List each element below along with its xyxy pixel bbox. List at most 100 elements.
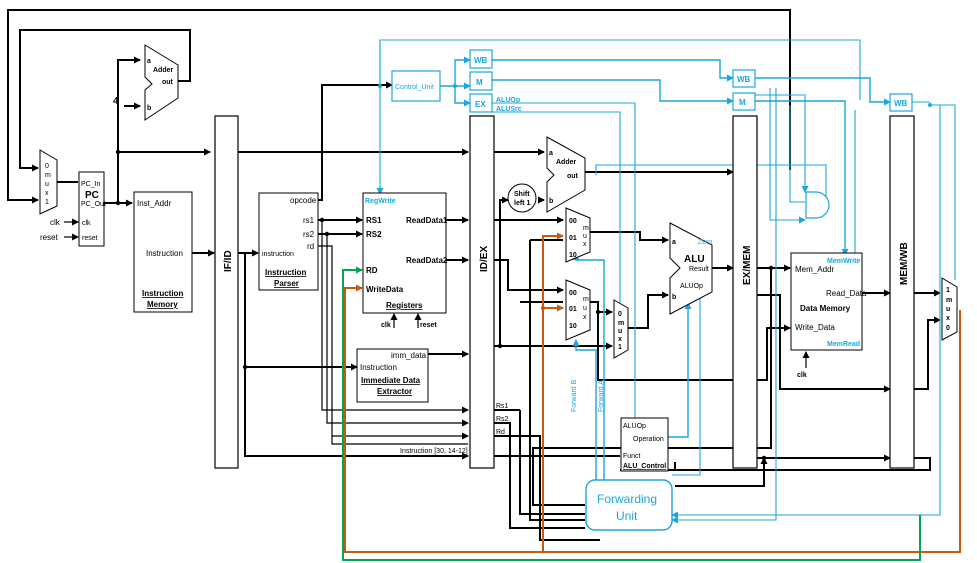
wb-mux-char: u bbox=[946, 306, 950, 313]
pc-adder: Adder a b out bbox=[144, 44, 179, 121]
data-memory: MemWrite Mem_Addr Read_Data Data Memory … bbox=[790, 252, 867, 351]
pc-mux-char: 0 bbox=[45, 163, 49, 170]
funct-bits-label: Instruction [30, 14-12] bbox=[400, 448, 468, 455]
mux2-char: 0 bbox=[618, 311, 622, 318]
regwrite-label: RegWrite bbox=[365, 198, 396, 205]
pc-adder-out: out bbox=[162, 79, 174, 86]
memwb-register: MEM/WB bbox=[889, 115, 915, 469]
pc-mux-char: m bbox=[45, 172, 51, 179]
idex-wb: WB bbox=[474, 56, 488, 65]
forwarding-unit: Forwarding Unit Forward B Forward A bbox=[571, 379, 673, 531]
alu-result: Result bbox=[689, 266, 709, 273]
instruction-parser: opcode rs1 rs2 rd instruction Instructio… bbox=[258, 192, 319, 291]
shift-line-2: left 1 bbox=[514, 200, 530, 207]
idex-alusrc: ALUSrc bbox=[496, 106, 522, 113]
mux-b-in0: 00 bbox=[569, 290, 577, 297]
idex-m: M bbox=[476, 78, 483, 87]
mux2-char: u bbox=[618, 328, 622, 335]
branch-and-gate bbox=[805, 191, 830, 219]
aluctrl-funct: Funct bbox=[623, 453, 641, 460]
idex-ex: EX bbox=[475, 100, 486, 109]
mux-a-char: m bbox=[583, 225, 589, 232]
reg-reset-label: reset bbox=[420, 322, 437, 329]
mux-a-in0: 00 bbox=[569, 218, 577, 225]
branch-adder: Adder a b out bbox=[546, 136, 586, 213]
pc-reset-label: reset bbox=[82, 235, 98, 242]
shift-line-1: Shift bbox=[514, 191, 530, 198]
imem-addr-label: Inst_Addr bbox=[137, 199, 172, 208]
branch-adder-out: out bbox=[567, 173, 579, 180]
reg-clk-label: clk bbox=[381, 322, 391, 329]
idex-rs2-label: Rs2 bbox=[496, 416, 509, 423]
pc-adder-a: a bbox=[147, 58, 151, 65]
forwarding-line-2: Unit bbox=[616, 509, 638, 523]
dmem-addr: Mem_Addr bbox=[795, 265, 834, 274]
control-unit: Control_Unit bbox=[391, 70, 441, 102]
parser-opcode: opcode bbox=[290, 196, 317, 205]
alu: ALU a b Zero Result ALUOp bbox=[669, 222, 713, 315]
dmem-name: Data Memory bbox=[800, 304, 851, 313]
aluctrl-name: ALU_Control bbox=[623, 463, 666, 470]
mux-a-char: u bbox=[583, 233, 587, 240]
alusrc-mux: 0 m u x 1 bbox=[613, 299, 629, 359]
idex-rd-label: Rd bbox=[496, 429, 505, 436]
exmem-m: M bbox=[739, 98, 746, 107]
reg-rd: RD bbox=[366, 266, 378, 275]
parser-rs1: rs1 bbox=[303, 216, 315, 225]
idex-aluop: ALUOp bbox=[496, 97, 520, 104]
program-counter: PC_In PC PC_Out clk reset bbox=[78, 171, 106, 247]
aluctrl-operation: Operation bbox=[633, 436, 664, 443]
pc-mux: 0 m u x 1 bbox=[39, 149, 58, 215]
clk-input-label: clk bbox=[50, 218, 61, 227]
pc-in-label: PC_In bbox=[81, 181, 101, 188]
pc-mux-char: x bbox=[45, 190, 49, 197]
reg-writedata: WriteData bbox=[366, 285, 404, 294]
immediate-extractor: imm_data Instruction Immediate Data Extr… bbox=[356, 348, 429, 403]
reg-rs1: RS1 bbox=[366, 216, 382, 225]
wb-mux-char: x bbox=[946, 315, 950, 322]
idex-rs1-label: Rs1 bbox=[496, 403, 509, 410]
parser-name-1: Instruction bbox=[265, 268, 306, 277]
mux-b-in2: 10 bbox=[569, 323, 577, 330]
parser-in: instruction bbox=[262, 251, 294, 258]
mux2-char: m bbox=[618, 320, 624, 327]
wb-mux-char: 1 bbox=[946, 287, 950, 294]
dmem-clk-label: clk bbox=[797, 372, 807, 379]
idex-register: ID/EX Rs1 Rs2 Rd bbox=[469, 115, 509, 469]
parser-rd: rd bbox=[307, 242, 314, 251]
branch-adder-a: a bbox=[549, 150, 553, 157]
forwarding-line-1: Forwarding bbox=[597, 492, 657, 506]
exmem-wb: WB bbox=[737, 75, 751, 84]
imm-name-2: Extractor bbox=[377, 387, 412, 396]
wb-mux-char: m bbox=[946, 297, 952, 304]
registers-name: Registers bbox=[386, 301, 423, 310]
reset-input-label: reset bbox=[40, 233, 59, 242]
forward-a-label: Forward A bbox=[598, 380, 605, 412]
mux-a-char: x bbox=[583, 241, 587, 248]
wb-mux-char: 0 bbox=[946, 325, 950, 332]
branch-adder-b: b bbox=[549, 198, 553, 205]
mux2-char: 1 bbox=[618, 344, 622, 351]
memwb-label: MEM/WB bbox=[899, 242, 910, 285]
imm-out-label: imm_data bbox=[391, 351, 427, 360]
imem-name-1: Instruction bbox=[142, 289, 183, 298]
mux-b-in1: 01 bbox=[569, 306, 577, 313]
idex-label: ID/EX bbox=[479, 246, 490, 272]
pc-clk-label: clk bbox=[82, 220, 91, 227]
mux-b-char: u bbox=[583, 305, 587, 312]
reg-rs2: RS2 bbox=[366, 230, 382, 239]
pc-adder-b: b bbox=[147, 105, 151, 112]
instruction-memory: Inst_Addr Instruction Instruction Memory bbox=[133, 191, 193, 313]
idex-control-fields: WB M EX ALUOp ALUSrc bbox=[469, 49, 522, 113]
mux-a-in2: 10 bbox=[569, 252, 577, 259]
mux-b-char: m bbox=[583, 296, 589, 303]
imem-out-label: Instruction bbox=[146, 249, 183, 258]
mux-b-char: x bbox=[583, 314, 587, 321]
alu-op: ALUOp bbox=[680, 283, 703, 290]
control-unit-label: Control_Unit bbox=[395, 84, 434, 91]
pc-mux-char: 1 bbox=[45, 199, 49, 206]
pc-adder-name: Adder bbox=[153, 67, 174, 74]
alu-name: ALU bbox=[684, 254, 705, 265]
pc-name: PC bbox=[85, 190, 99, 201]
